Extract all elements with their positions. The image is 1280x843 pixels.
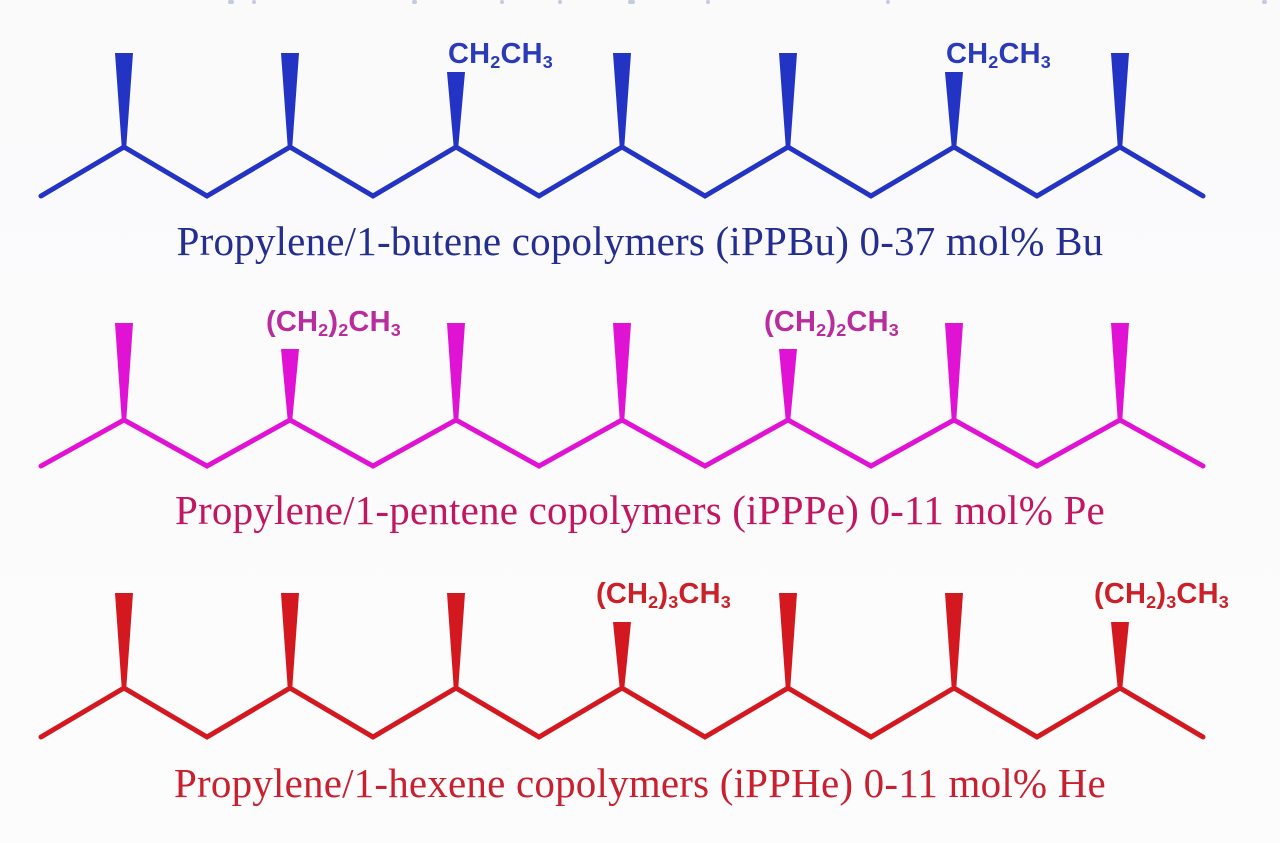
methyl-wedge-bond [115, 53, 133, 148]
sidechain-wedge-bond [613, 622, 631, 689]
formula-text: (CH [1094, 578, 1147, 610]
formula-text: ) [658, 578, 669, 610]
crop-artifact [252, 0, 256, 4]
methyl-wedge-bond [447, 323, 465, 421]
methyl-wedge-bond [281, 53, 299, 148]
crop-artifact [706, 0, 710, 4]
crop-artifact [886, 0, 890, 4]
substituent-label-ippbu: CH2CH3 [946, 38, 1051, 71]
sidechain-wedge-bond [1111, 622, 1129, 689]
subscript: 3 [668, 592, 679, 613]
formula-text: CH [348, 306, 391, 338]
formula-text: CH [1176, 578, 1219, 610]
formula-text: ) [826, 306, 837, 338]
methyl-wedge-bond [779, 593, 797, 689]
methyl-wedge-bond [1111, 323, 1129, 421]
subscript: 2 [648, 592, 659, 613]
formula-text: ) [328, 306, 339, 338]
substituent-label-ippbu: CH2CH3 [448, 38, 553, 71]
subscript: 2 [490, 52, 501, 73]
crop-artifact [558, 0, 562, 4]
methyl-wedge-bond [613, 323, 631, 421]
crop-artifact [628, 0, 635, 4]
formula-text: CH [998, 38, 1041, 70]
methyl-wedge-bond [1111, 53, 1129, 148]
subscript: 2 [1146, 592, 1157, 613]
formula-text: (CH [764, 306, 817, 338]
subscript: 2 [318, 320, 329, 341]
methyl-wedge-bond [281, 593, 299, 689]
subscript: 2 [338, 320, 349, 341]
subscript: 3 [1040, 52, 1051, 73]
caption-ippbu: Propylene/1-butene copolymers (iPPBu) 0-… [176, 218, 1104, 264]
substituent-label-ipppe: (CH2)2CH3 [764, 306, 899, 339]
crop-artifact [1262, 0, 1267, 4]
formula-text: CH [500, 38, 543, 70]
subscript: 3 [542, 52, 553, 73]
formula-text: ) [1156, 578, 1167, 610]
caption-ipphe: Propylene/1-hexene copolymers (iPPHe) 0-… [174, 760, 1106, 806]
subscript: 3 [1166, 592, 1177, 613]
backbone-ippbu [38, 144, 1206, 199]
substituent-label-ipppe: (CH2)2CH3 [266, 306, 401, 339]
methyl-wedge-bond [945, 593, 963, 689]
methyl-wedge-bond [447, 593, 465, 689]
sidechain-wedge-bond [447, 72, 465, 148]
methyl-wedge-bond [115, 593, 133, 689]
subscript: 2 [816, 320, 827, 341]
methyl-wedge-bond [115, 323, 133, 421]
formula-text: CH [846, 306, 889, 338]
substituent-label-ipphe: (CH2)3CH3 [1094, 578, 1229, 611]
subscript: 3 [390, 320, 401, 341]
sidechain-wedge-bond [945, 72, 963, 148]
subscript: 2 [836, 320, 847, 341]
crop-artifact [412, 0, 417, 4]
formula-text: CH [678, 578, 721, 610]
formula-text: (CH [596, 578, 649, 610]
subscript: 2 [988, 52, 999, 73]
subscript: 3 [1218, 592, 1229, 613]
crop-artifact [500, 0, 504, 4]
subscript: 3 [888, 320, 899, 341]
formula-text: CH [946, 38, 989, 70]
substituent-label-ipphe: (CH2)3CH3 [596, 578, 731, 611]
subscript: 3 [720, 592, 731, 613]
formula-text: (CH [266, 306, 319, 338]
backbone-ipppe [38, 417, 1206, 469]
caption-ipppe: Propylene/1-pentene copolymers (iPPPe) 0… [175, 487, 1105, 533]
methyl-wedge-bond [945, 323, 963, 421]
methyl-wedge-bond [779, 53, 797, 148]
backbone-ipphe [38, 685, 1206, 740]
crop-artifact [228, 0, 234, 4]
methyl-wedge-bond [613, 53, 631, 148]
sidechain-wedge-bond [281, 349, 299, 421]
formula-text: CH [448, 38, 491, 70]
sidechain-wedge-bond [779, 349, 797, 421]
